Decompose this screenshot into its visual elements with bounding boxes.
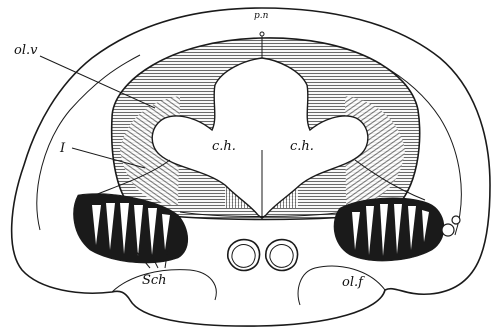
label-ch-right: c.h. <box>290 139 314 154</box>
label-one: I <box>59 141 66 156</box>
label-olf: ol.f <box>342 275 365 290</box>
median-point <box>260 32 264 36</box>
label-olv: ol.v <box>14 43 38 58</box>
canal-right-inner <box>270 245 293 268</box>
canal-left-inner <box>232 245 255 268</box>
label-ch-left: c.h. <box>212 139 236 154</box>
label-sch: Sch <box>142 273 167 288</box>
olfactory-lamellae-right <box>334 198 460 261</box>
label-top: p.n <box>254 11 269 21</box>
